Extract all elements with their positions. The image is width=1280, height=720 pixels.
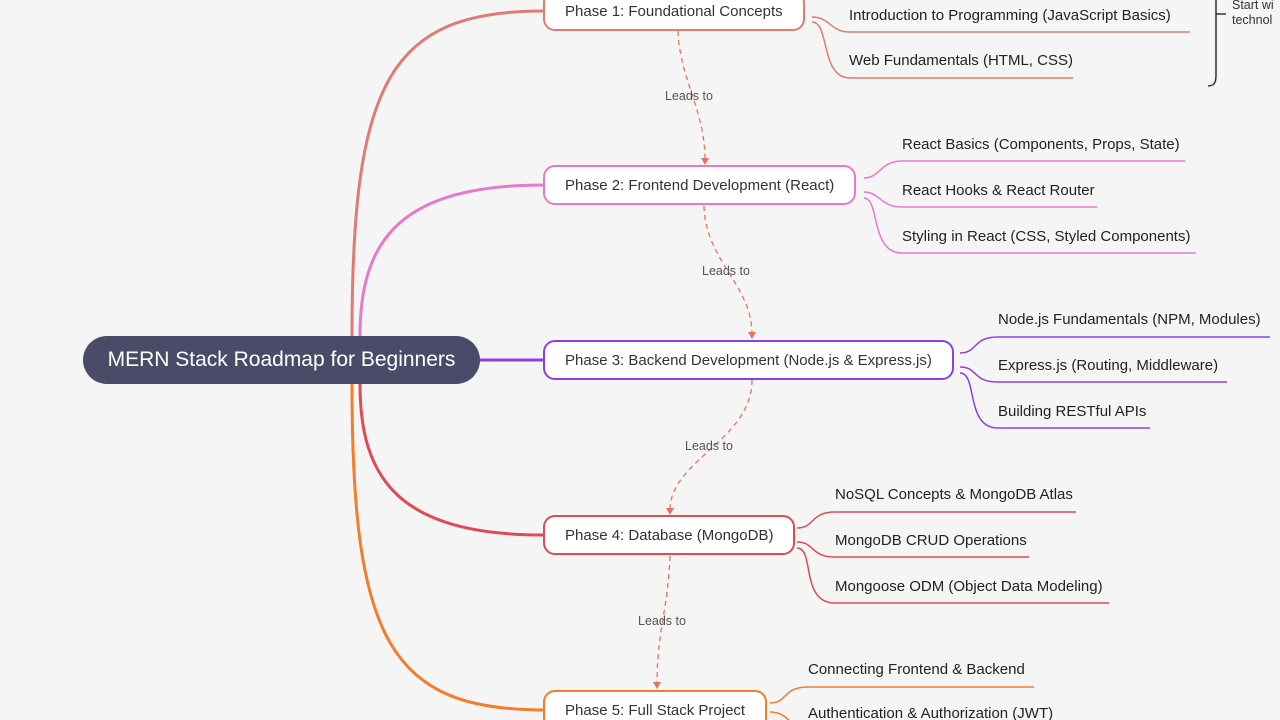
arrowhead-2 [748, 332, 756, 339]
topic-branch-4-3 [796, 547, 1109, 604]
leads-to-connector-1 [677, 30, 706, 161]
topic-branch-2-3 [863, 197, 1196, 254]
topic-5-1[interactable]: Connecting Frontend & Backend [808, 661, 1025, 678]
arrowhead-1 [701, 158, 709, 165]
phase-4-node[interactable]: Phase 4: Database (MongoDB) [543, 515, 796, 555]
topic-branch-5-1 [769, 686, 1034, 704]
root-branch-phase-4 [358, 383, 545, 537]
topic-branch-3-3 [959, 372, 1150, 429]
leads-to-connector-3 [669, 379, 753, 511]
topic-5-2[interactable]: Authentication & Authorization (JWT) [808, 705, 1054, 720]
topic-branch-4-1 [796, 511, 1076, 529]
topic-branch-3-1 [959, 336, 1270, 354]
root-branch-phase-2 [358, 183, 545, 337]
arrowhead-3 [666, 508, 674, 515]
topic-2-3[interactable]: Styling in React (CSS, Styled Components… [902, 228, 1191, 245]
topic-4-2[interactable]: MongoDB CRUD Operations [835, 532, 1027, 549]
topic-2-2[interactable]: React Hooks & React Router [902, 182, 1095, 199]
topic-branch-1-2 [811, 21, 1073, 79]
topic-branch-5-2 [769, 711, 790, 720]
topic-branch-2-2 [863, 191, 1097, 208]
topic-branch-1-1 [811, 16, 1190, 33]
leads-to-label-3: Leads to [685, 439, 733, 453]
topic-3-3[interactable]: Building RESTful APIs [998, 403, 1147, 420]
phase-3-node[interactable]: Phase 3: Backend Development (Node.js & … [543, 340, 954, 380]
phase-1-node[interactable]: Phase 1: Foundational Concepts [543, 0, 805, 31]
topic-4-3[interactable]: Mongoose ODM (Object Data Modeling) [835, 578, 1103, 595]
topic-branch-4-2 [796, 541, 1029, 558]
phase-5-node[interactable]: Phase 5: Full Stack Project [543, 690, 768, 720]
leads-to-label-1: Leads to [665, 89, 713, 103]
topic-branch-2-1 [863, 160, 1185, 179]
arrowhead-4 [653, 682, 661, 689]
topic-branch-3-2 [959, 366, 1227, 383]
root-branch-phase-1 [350, 9, 545, 337]
topic-3-1[interactable]: Node.js Fundamentals (NPM, Modules) [998, 311, 1261, 328]
root-node[interactable]: MERN Stack Roadmap for Beginners [83, 336, 480, 384]
side-note-line-1: Start wi [1232, 0, 1274, 12]
leads-to-label-4: Leads to [638, 614, 686, 628]
leads-to-connector-4 [656, 555, 671, 685]
root-branch-phase-5 [350, 383, 545, 712]
side-note[interactable]: Start wi technol [1232, 0, 1274, 28]
topic-3-2[interactable]: Express.js (Routing, Middleware) [998, 357, 1219, 374]
topic-4-1[interactable]: NoSQL Concepts & MongoDB Atlas [835, 486, 1073, 503]
side-bracket [1207, 0, 1217, 87]
leads-to-label-2: Leads to [702, 264, 750, 278]
side-note-line-2: technol [1232, 13, 1273, 27]
topic-1-1[interactable]: Introduction to Programming (JavaScript … [849, 7, 1171, 24]
topic-1-2[interactable]: Web Fundamentals (HTML, CSS) [849, 52, 1073, 69]
phase-2-node[interactable]: Phase 2: Frontend Development (React) [543, 165, 857, 205]
topic-2-1[interactable]: React Basics (Components, Props, State) [902, 136, 1180, 153]
